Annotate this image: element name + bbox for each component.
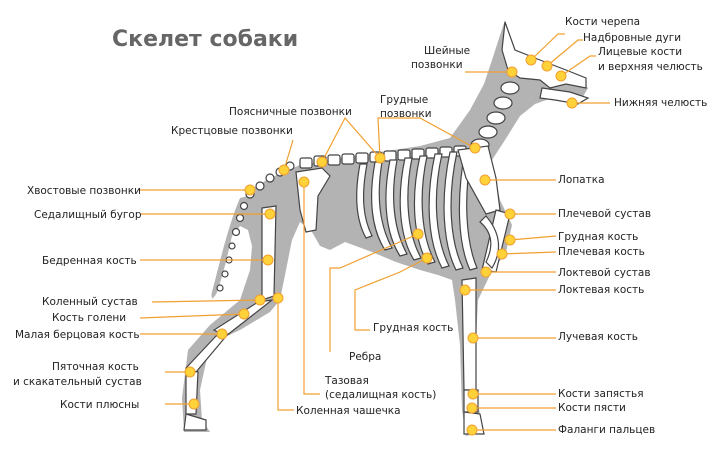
dot-ischial bbox=[264, 208, 276, 220]
leader-face bbox=[560, 55, 596, 77]
label-lumbar: Поясничные позвонки bbox=[229, 106, 352, 118]
dot-skull bbox=[525, 54, 537, 66]
dot-sternum bbox=[504, 234, 516, 246]
dot-breastbone bbox=[421, 252, 433, 264]
label-shoulder: Плечевой сустав bbox=[558, 208, 651, 220]
label-knee: Коленный сустав bbox=[42, 296, 138, 308]
leader-sternum bbox=[509, 235, 557, 241]
dot-lumbar bbox=[316, 156, 328, 168]
diagram-title: Скелет собаки bbox=[112, 27, 298, 52]
dot-humerus bbox=[496, 248, 508, 260]
label-hock-1: Пяточная кость bbox=[52, 361, 139, 373]
dot-neck bbox=[506, 66, 518, 78]
label-phalanges: Фаланги пальцев bbox=[558, 424, 655, 436]
label-tail: Хвостовые позвонки bbox=[27, 185, 141, 197]
tail-silhouette bbox=[211, 196, 248, 298]
dot-pelvis bbox=[298, 176, 310, 188]
label-neck-1: Шейные bbox=[424, 45, 470, 57]
dot-elbow bbox=[480, 266, 492, 278]
label-carpus: Кости запястья bbox=[558, 388, 644, 400]
label-thoracic-1: Грудные bbox=[380, 94, 428, 106]
leader-breastbone bbox=[354, 257, 428, 331]
label-thoracic-2: позвонки bbox=[380, 108, 432, 120]
label-pelvis-2: (седалищная кость) bbox=[325, 389, 436, 401]
leader-lines bbox=[139, 33, 610, 431]
dot-knee bbox=[254, 294, 266, 306]
label-skull: Кости черепа bbox=[565, 16, 640, 28]
dog-silhouette bbox=[182, 20, 588, 436]
label-radius: Лучевая кость bbox=[558, 331, 638, 343]
leader-thoracic bbox=[377, 117, 476, 159]
dot-sacral bbox=[278, 164, 290, 176]
leader-tibia bbox=[139, 313, 245, 319]
label-metatarsus: Кости плюсны bbox=[60, 399, 139, 411]
dot-metacarpus bbox=[466, 402, 478, 414]
dot-radius bbox=[467, 332, 479, 344]
dot-femur bbox=[262, 254, 274, 266]
label-tibia: Кость голени bbox=[52, 312, 126, 324]
dot-jaw bbox=[566, 97, 578, 109]
dot-scapula bbox=[479, 174, 491, 186]
dot-ulna bbox=[459, 284, 471, 296]
leader-skull bbox=[530, 33, 565, 61]
leader-ribs bbox=[329, 233, 419, 352]
rib-cage bbox=[356, 149, 478, 271]
label-pelvis-1: Тазовая bbox=[324, 375, 369, 387]
labels: Кости черепа Надбровные дуги Лицевые кос… bbox=[13, 16, 707, 436]
label-elbow: Локтевой сустав bbox=[558, 267, 651, 279]
dot-shoulder bbox=[504, 208, 516, 220]
marker-dots bbox=[184, 54, 578, 436]
label-jaw: Нижняя челюсть bbox=[614, 97, 707, 109]
dot-hock bbox=[184, 366, 196, 378]
label-fibula: Малая берцовая кость bbox=[15, 329, 140, 341]
dot-thoracic-spine bbox=[374, 152, 386, 164]
dot-phalanges bbox=[466, 424, 478, 436]
leader-patella bbox=[277, 298, 294, 411]
label-humerus: Плечевая кость bbox=[558, 246, 645, 258]
leader-lumbar bbox=[321, 116, 381, 163]
dot-ribs bbox=[412, 228, 424, 240]
dot-tibia bbox=[238, 308, 250, 320]
label-ribs: Ребра bbox=[349, 351, 381, 363]
label-neck-2: позвонки bbox=[411, 59, 463, 71]
dot-metatarsus bbox=[188, 398, 200, 410]
label-hock-2: и скакательный сустав bbox=[13, 376, 142, 388]
label-face-2: и верхняя челюсть bbox=[598, 61, 703, 73]
leader-brow bbox=[546, 39, 583, 67]
dot-thoracic bbox=[469, 142, 481, 154]
label-face-1: Лицевые кости bbox=[598, 46, 682, 58]
label-breastbone: Грудная кость bbox=[373, 322, 453, 334]
dot-fibula bbox=[216, 328, 228, 340]
dot-carpus bbox=[467, 388, 479, 400]
leader-pelvis bbox=[303, 182, 320, 395]
label-sternum: Грудная кость bbox=[558, 231, 638, 243]
label-femur: Бедренная кость bbox=[42, 255, 137, 267]
dot-brow bbox=[541, 60, 553, 72]
dot-tail bbox=[244, 184, 256, 196]
label-scapula: Лопатка bbox=[558, 174, 605, 186]
leader-humerus bbox=[501, 251, 557, 255]
label-ulna: Локтевая кость bbox=[558, 284, 644, 296]
leader-knee bbox=[151, 299, 261, 303]
dot-patella bbox=[272, 292, 284, 304]
dot-face bbox=[555, 70, 567, 82]
label-brow: Надбровные дуги bbox=[583, 32, 681, 44]
label-sacral: Крестцовые позвонки bbox=[171, 125, 293, 137]
label-patella: Коленная чашечка bbox=[296, 405, 401, 417]
label-ischial: Седалищный бугор bbox=[34, 209, 142, 221]
label-metacarpus: Кости пясти bbox=[558, 402, 626, 414]
